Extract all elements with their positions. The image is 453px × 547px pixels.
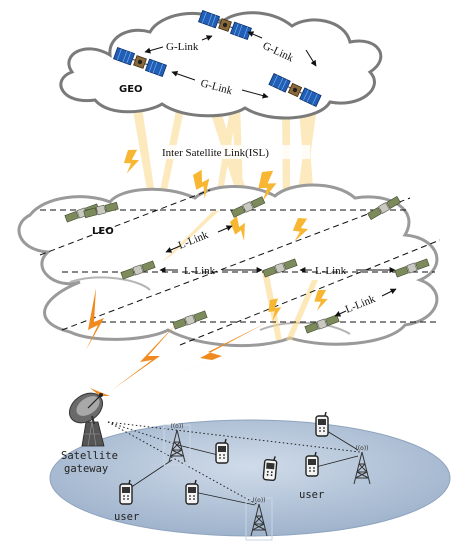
isl-label-bg bbox=[160, 145, 310, 159]
user-label-1: user bbox=[114, 511, 139, 523]
ground-area bbox=[49, 419, 451, 537]
leo-cloud-fold bbox=[259, 321, 351, 335]
gateway-links bbox=[107, 421, 361, 506]
gateway-label-line1: Satellite bbox=[61, 450, 118, 462]
leo-cloud-fold bbox=[69, 276, 151, 291]
base-station-3 bbox=[245, 496, 273, 541]
l-link-label-3: L-Link bbox=[315, 265, 347, 277]
lightning-bolt-icon bbox=[122, 147, 141, 176]
user-label-2: user bbox=[299, 489, 324, 501]
mobile-phone-icon bbox=[215, 438, 229, 464]
mobile-phone-icon bbox=[315, 411, 329, 437]
geo-label: GEO bbox=[119, 84, 143, 95]
gateway-label-line2: gateway bbox=[64, 463, 108, 475]
ground-link-bolts bbox=[86, 288, 268, 398]
mobile-phone-icon bbox=[119, 479, 133, 505]
isl-label: Inter Satellite Link(ISL) bbox=[162, 147, 269, 159]
l-link-arrows bbox=[159, 225, 397, 317]
g-link-arrows bbox=[144, 31, 317, 99]
lightning-bolt-icon bbox=[118, 322, 268, 398]
mobile-phone-icon bbox=[185, 479, 199, 505]
g-link-label-1: G-Link bbox=[166, 41, 199, 53]
mobile-phone-icon bbox=[305, 451, 319, 477]
leo-label: LEO bbox=[92, 226, 114, 237]
l-link-label-2: L-Link bbox=[184, 265, 216, 277]
base-station-1 bbox=[163, 422, 191, 466]
satellite-dish-icon bbox=[68, 392, 105, 447]
lightning-bolt-icon bbox=[86, 288, 104, 350]
